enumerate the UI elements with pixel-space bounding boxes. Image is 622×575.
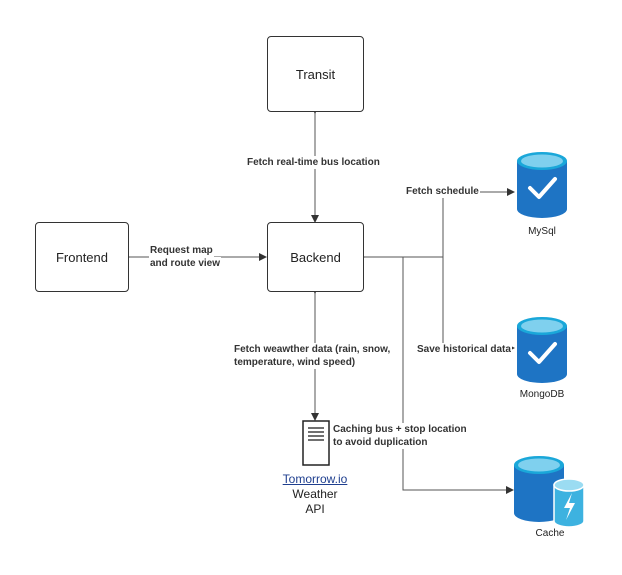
label-save-historical: Save historical data xyxy=(416,343,512,356)
mongodb-database-icon xyxy=(517,317,567,383)
label-fetch-bus: Fetch real-time bus location xyxy=(246,156,381,169)
label-weather-1: Fetch weawther data (rain, snow, xyxy=(233,343,392,356)
backend-node: Backend xyxy=(267,222,364,292)
api-line-weather: Weather xyxy=(292,487,338,501)
mongodb-label: MongoDB xyxy=(519,389,565,400)
cache-database-icon xyxy=(514,456,585,528)
transit-node: Transit xyxy=(267,36,364,112)
server-document-icon xyxy=(302,420,330,466)
cache-label: Cache xyxy=(535,528,565,539)
label-request-map-2: and route view xyxy=(149,257,222,270)
api-line-api: API xyxy=(305,502,325,516)
label-caching-2: to avoid duplication xyxy=(332,436,429,449)
lightning-icon xyxy=(564,493,575,520)
label-request-map-1: Request map xyxy=(149,244,214,257)
checkmark-icon xyxy=(528,342,557,364)
transit-label: Transit xyxy=(295,66,336,82)
edge-backend-cache xyxy=(402,257,514,494)
edge-backend-mongodb xyxy=(442,257,515,352)
checkmark-icon xyxy=(528,177,557,199)
label-caching-1: Caching bus + stop location xyxy=(332,423,468,436)
label-weather-2: temperature, wind speed) xyxy=(233,356,357,369)
frontend-node: Frontend xyxy=(35,222,129,292)
mysql-label: MySql xyxy=(528,226,556,237)
tomorrow-io-link[interactable]: Tomorrow.io xyxy=(282,472,348,486)
mysql-database-icon xyxy=(517,152,567,218)
weather-api-node: Tomorrow.io Weather API xyxy=(270,472,360,517)
label-fetch-schedule: Fetch schedule xyxy=(405,185,480,198)
edge-backend-mysql xyxy=(357,188,515,261)
backend-label: Backend xyxy=(290,249,341,265)
frontend-label: Frontend xyxy=(55,249,109,265)
